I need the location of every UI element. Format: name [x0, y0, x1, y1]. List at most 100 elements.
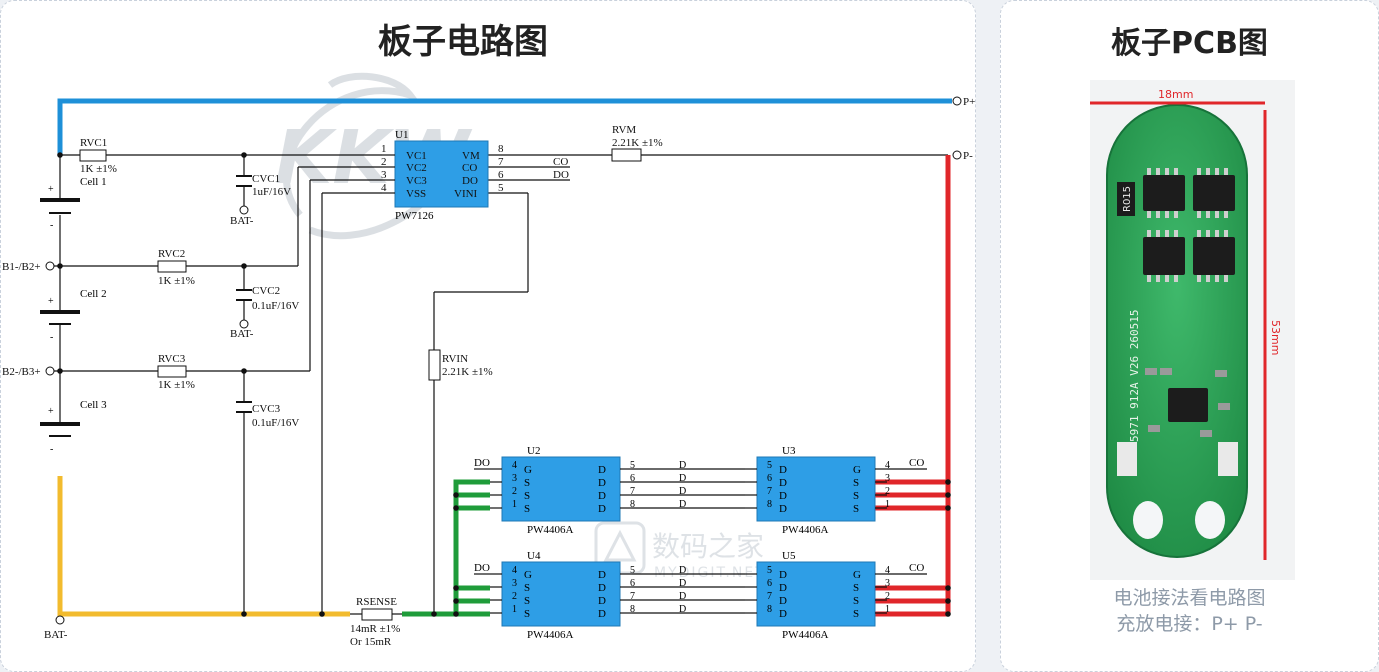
svg-text:VINI: VINI — [454, 188, 478, 200]
terminal-b1: B1-/B2+ — [2, 261, 41, 273]
mosfet-ref: U5 — [782, 550, 796, 562]
mosfet-part: PW4406A — [782, 629, 829, 641]
mosfet-pin-letter: D — [779, 464, 787, 476]
cvc2-ground-label: BAT- — [230, 328, 254, 340]
do-output-label: DO — [553, 169, 569, 181]
svg-text:VM: VM — [462, 150, 480, 162]
mosfet-pin-letter: D — [779, 582, 787, 594]
mosfet-pin-letter: D — [779, 490, 787, 502]
mosfet-part: PW4406A — [782, 524, 829, 536]
mosfet-pin-number: 4 — [885, 565, 890, 576]
pcb-small-parts — [1145, 368, 1230, 437]
pcb-title: 板子PCB图 — [1111, 26, 1268, 61]
svg-text:VC1: VC1 — [406, 150, 427, 162]
rvm-ref: RVM — [612, 124, 636, 136]
mosfet-pin-letter: S — [853, 582, 859, 594]
svg-text:CO: CO — [462, 162, 477, 174]
mosfet-pin-letter: S — [524, 608, 530, 620]
rvc3-ref: RVC3 — [158, 353, 186, 365]
mosfet-pin-number: 7 — [630, 486, 635, 497]
rvc2-ref: RVC2 — [158, 248, 185, 260]
mosfet-gate-label: CO — [909, 457, 924, 469]
svg-text:8: 8 — [498, 143, 504, 155]
mosfet-pin-letter: D — [598, 464, 606, 476]
pcb-sense-resistor — [1117, 182, 1135, 216]
svg-text:5: 5 — [498, 182, 504, 194]
rsense-ref: RSENSE — [356, 596, 397, 608]
mosfet-pin-letter: G — [853, 569, 861, 581]
wires — [54, 154, 948, 615]
cell-3-label: Cell 3 — [80, 399, 107, 411]
mosfet-pin-number: 4 — [512, 565, 517, 576]
mosfet-pin-number: 6 — [630, 473, 635, 484]
drain-link-label: D — [679, 604, 686, 615]
svg-text:+: + — [48, 184, 54, 195]
mosfet-pin-letter: D — [598, 477, 606, 489]
mosfet-pin-letter: D — [779, 595, 787, 607]
svg-text:VSS: VSS — [406, 188, 426, 200]
mosfet-pin-letter: S — [524, 490, 530, 502]
mosfet-pin-number: 3 — [885, 578, 890, 589]
terminal-bat-minus: BAT- — [44, 629, 68, 641]
cvc3-value: 0.1uF/16V — [252, 417, 299, 429]
schematic-panel — [0, 0, 976, 672]
mosfet-pin-letter: D — [779, 477, 787, 489]
drain-link-label: D — [679, 460, 686, 471]
svg-text:-: - — [50, 220, 53, 231]
mosfet-pin-number: 5 — [767, 565, 772, 576]
mosfet-pin-number: 8 — [630, 499, 635, 510]
mosfet-pin-letter: D — [598, 503, 606, 515]
rvc1-value: 1K ±1% — [80, 163, 117, 175]
mosfet-pin-number: 6 — [630, 578, 635, 589]
pcb-chips — [1143, 175, 1235, 422]
terminal-p-plus: P+ — [963, 96, 975, 108]
rsense-value: 14mR ±1% — [350, 623, 400, 635]
mosfet-gate-label: DO — [474, 457, 490, 469]
rvm-value: 2.21K ±1% — [612, 137, 663, 149]
capacitor-plates — [236, 175, 252, 413]
mosfet-pin-number: 5 — [630, 565, 635, 576]
svg-text:VC3: VC3 — [406, 175, 427, 187]
terminal-b2: B2-/B3+ — [2, 366, 41, 378]
mosfet-part: PW4406A — [527, 629, 574, 641]
mosfet-pin-number: 4 — [512, 460, 517, 471]
mosfet-pin-number: 3 — [512, 578, 517, 589]
pcb-caption-line-1: 电池接法看电路图 — [1113, 587, 1266, 609]
p-minus-taps — [875, 479, 948, 617]
rvc1-ref: RVC1 — [80, 137, 107, 149]
mosfet-pin-letter: D — [598, 582, 606, 594]
mosfet-pin-number: 3 — [885, 473, 890, 484]
svg-text:-: - — [50, 444, 53, 455]
bat-minus-net — [57, 476, 350, 617]
rsense-value-alt: Or 15mR — [350, 636, 392, 648]
mosfet-pin-letter: D — [779, 569, 787, 581]
cvc2-value: 0.1uF/16V — [252, 300, 299, 312]
mosfet-pin-letter: S — [853, 503, 859, 515]
mosfet-pin-number: 2 — [885, 486, 890, 497]
mosfet-pin-number: 1 — [885, 499, 890, 510]
mosfet-pin-letter: D — [779, 503, 787, 515]
mosfet-pin-letter: G — [524, 569, 532, 581]
sense-taps — [456, 492, 490, 617]
svg-text:+: + — [48, 296, 54, 307]
cell-2-label: Cell 2 — [80, 288, 107, 300]
mosfet-ref: U4 — [527, 550, 541, 562]
cell-1-label: Cell 1 — [80, 176, 107, 188]
pcb-caption-line-2: 充放电接：P+ P- — [1116, 613, 1263, 635]
mosfet-part: PW4406A — [527, 524, 574, 536]
drain-link-label: D — [679, 578, 686, 589]
mosfet-pin-number: 2 — [512, 591, 517, 602]
mosfet-gate-label: CO — [909, 562, 924, 574]
mosfet-pin-letter: D — [779, 608, 787, 620]
mosfet-pin-number: 6 — [767, 473, 772, 484]
svg-text:VC2: VC2 — [406, 162, 427, 174]
svg-text:+: + — [48, 406, 54, 417]
pcb-silkscreen: 5971 912A V26 260515 — [1128, 310, 1141, 442]
mosfet-pin-letter: D — [598, 595, 606, 607]
